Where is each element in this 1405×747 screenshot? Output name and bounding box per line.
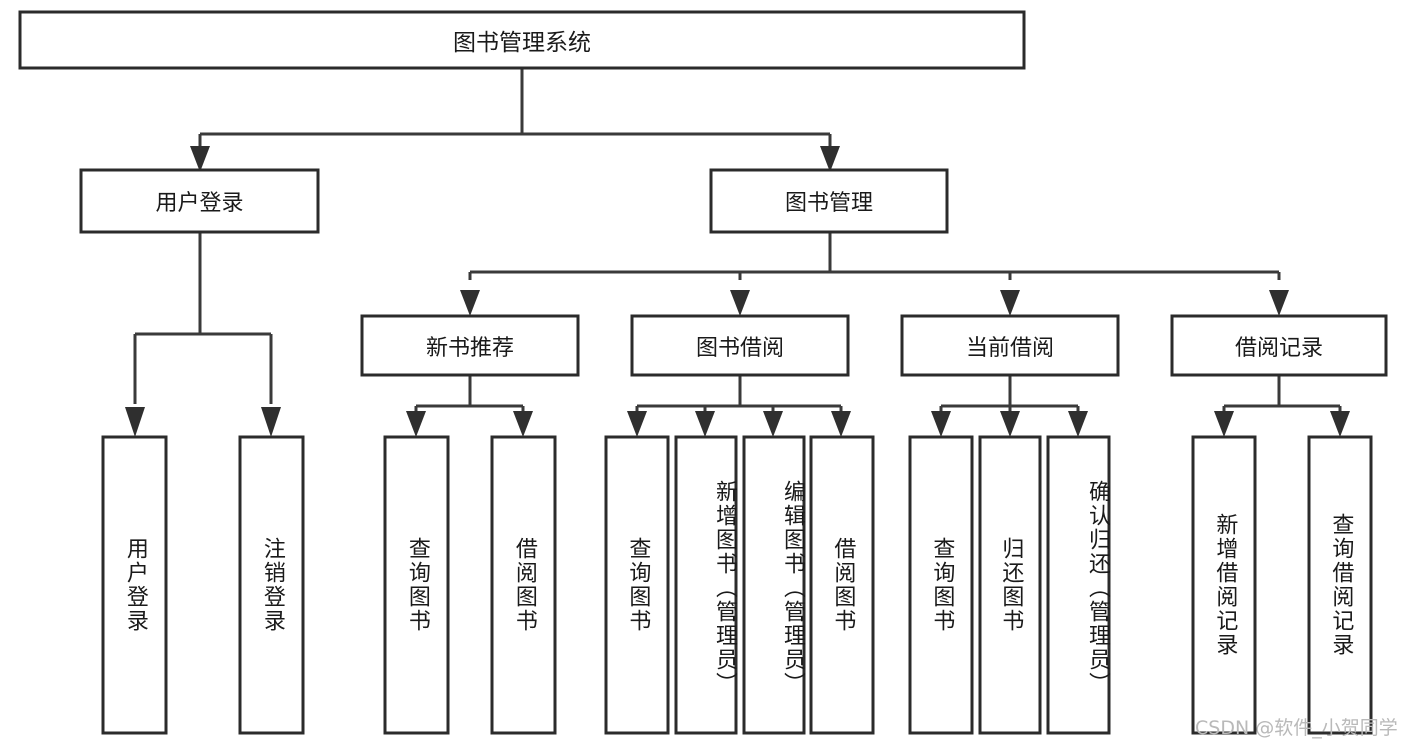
connector-group-bookmgmt-to-level3 — [460, 232, 1289, 316]
node-level3-new-book-recommend-label: 新书推荐 — [425, 335, 514, 361]
leaf-box-book-borrow-0[interactable] — [604, 435, 670, 735]
node-level2-book-management-label: 图书管理 — [784, 191, 873, 216]
node-level3-new-book-recommend-box[interactable] — [360, 314, 580, 377]
node-level2-user-login-label: 用户登录 — [155, 191, 244, 216]
node-level3-book-borrow-label: 图书借阅 — [695, 335, 784, 361]
connector-group-root-to-level2 — [190, 68, 840, 172]
leaf-box-new-book-recommend-1[interactable] — [490, 435, 557, 735]
node-level3-borrow-record-box[interactable] — [1170, 314, 1388, 377]
leaf-box-user-login-1[interactable] — [238, 435, 305, 735]
connector-group-userlogin-to-leaves — [125, 232, 281, 437]
leaf-box-current-borrow-2[interactable] — [1046, 435, 1111, 735]
leaf-box-book-borrow-2[interactable] — [742, 435, 806, 735]
leaf-box-book-borrow-3[interactable] — [809, 435, 875, 735]
node-level3-book-borrow-box[interactable] — [630, 314, 850, 377]
node-level3-borrow-record-label: 借阅记录 — [1234, 335, 1323, 361]
node-level2-book-management-box[interactable] — [709, 168, 949, 234]
node-level2-user-login-box[interactable] — [79, 168, 320, 234]
leaf-box-book-borrow-1[interactable] — [674, 435, 738, 735]
node-root-box[interactable] — [18, 10, 1026, 70]
leaf-box-user-login-0[interactable] — [101, 435, 168, 735]
leaf-box-new-book-recommend-0[interactable] — [383, 435, 450, 735]
leaf-box-borrow-record-1[interactable] — [1307, 435, 1373, 735]
leaf-box-borrow-record-0[interactable] — [1191, 435, 1257, 735]
csdn-watermark: CSDN @软件_小贺同学 — [1195, 717, 1398, 739]
node-root-label: 图书管理系统 — [453, 30, 591, 56]
leaf-box-current-borrow-1[interactable] — [978, 435, 1042, 735]
connector-group-borrowrecord-to-leaves — [1214, 375, 1350, 437]
connector-group-bookborrow-to-leaves — [627, 375, 851, 437]
node-level3-current-borrow-box[interactable] — [900, 314, 1120, 377]
connector-group-newbook-to-leaves — [406, 375, 533, 437]
connector-group-currentborrow-to-leaves — [931, 375, 1088, 437]
leaf-box-current-borrow-0[interactable] — [908, 435, 974, 735]
node-level3-current-borrow-label: 当前借阅 — [965, 335, 1054, 361]
